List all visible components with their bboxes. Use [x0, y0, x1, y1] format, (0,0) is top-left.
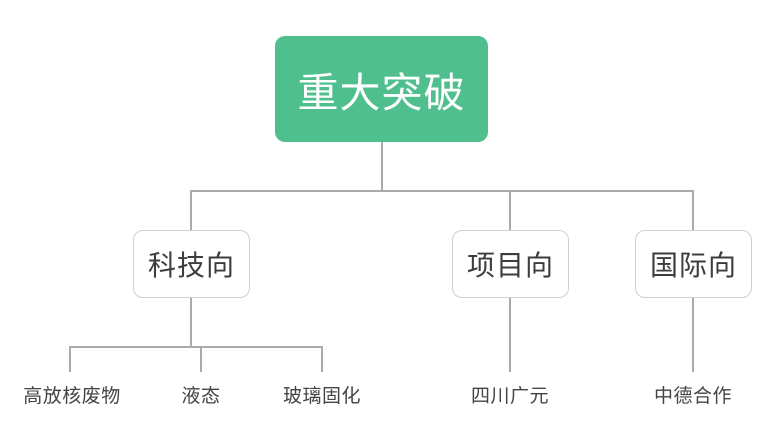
root-node-label: 重大突破 — [297, 70, 466, 116]
branch-node-label: 项目向 — [466, 250, 554, 281]
root-node-major-breakthrough[interactable]: 重大突破 — [275, 36, 488, 142]
branch-node-label: 科技向 — [147, 250, 235, 281]
leaf-node-label: 中德合作 — [653, 386, 733, 407]
connector-keji-stem — [190, 298, 192, 347]
branch-node-guoji[interactable]: 国际向 — [635, 230, 752, 298]
connector-branch-drop-2 — [509, 190, 511, 231]
connector-xiangmu-stem — [509, 298, 511, 372]
connector-root-bus — [191, 190, 694, 192]
branch-node-label: 国际向 — [649, 250, 737, 281]
leaf-node-yetai[interactable]: 液态 — [181, 381, 220, 408]
connector-branch-drop-3 — [692, 190, 694, 231]
connector-keji-bus — [69, 346, 323, 348]
leaf-node-gaofang-hefeiwu[interactable]: 高放核废物 — [23, 381, 121, 408]
leaf-node-zhongde-hezuo[interactable]: 中德合作 — [654, 381, 732, 408]
branch-node-xiangmu[interactable]: 项目向 — [452, 230, 569, 298]
leaf-node-label: 液态 — [181, 386, 221, 407]
connector-leaf-drop-1 — [69, 346, 71, 372]
leaf-node-label: 高放核废物 — [23, 386, 121, 407]
leaf-node-sichuan-guangyuan[interactable]: 四川广元 — [471, 381, 549, 408]
connector-guoji-stem — [692, 298, 694, 372]
branch-node-keji[interactable]: 科技向 — [133, 230, 250, 298]
leaf-node-label: 四川广元 — [470, 386, 550, 407]
connector-branch-drop-1 — [190, 190, 192, 231]
connector-leaf-drop-2 — [200, 346, 202, 372]
leaf-node-label: 玻璃固化 — [282, 386, 362, 407]
connector-root-stem — [381, 142, 383, 191]
connector-leaf-drop-3 — [321, 346, 323, 372]
leaf-node-boli-guhua[interactable]: 玻璃固化 — [283, 381, 361, 408]
